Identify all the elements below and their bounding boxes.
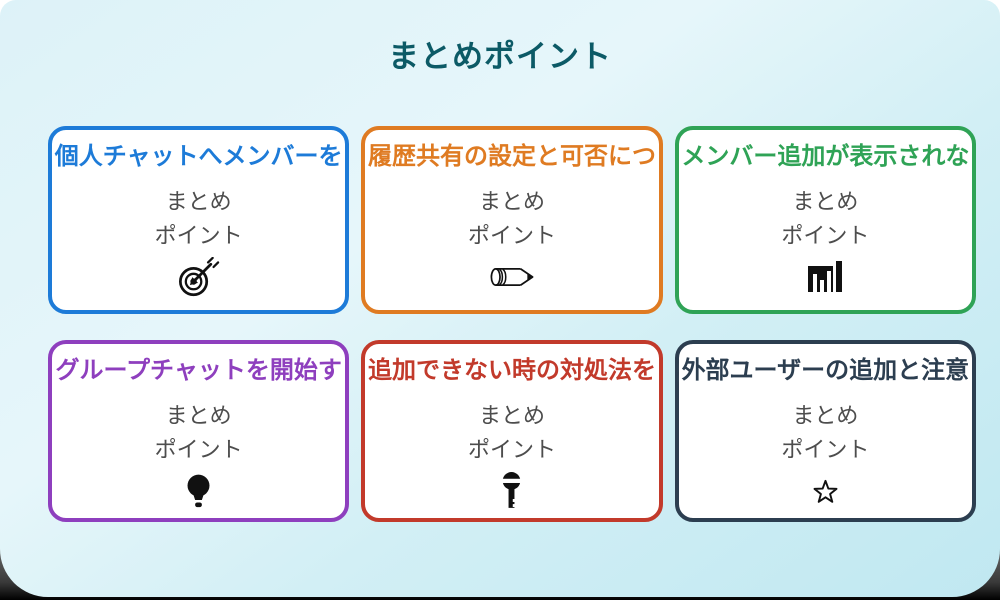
card-title: メンバー追加が表示されな: [681, 143, 970, 170]
card-subtitle-line: まとめ: [165, 189, 232, 214]
card-subtitle: まとめ ポイント: [781, 185, 869, 253]
card-subtitle-line: ポイント: [154, 223, 243, 248]
card-subtitle-line: まとめ: [478, 403, 545, 428]
summary-card-cannot-add: 追加できない時の対処法を まとめ ポイント: [361, 340, 663, 522]
summary-card-history-share: 履歴共有の設定と可否につ まとめ ポイント: [361, 126, 663, 314]
summary-card-personal-chat: 個人チャットへメンバーを まとめ ポイント: [48, 126, 350, 314]
pencil-icon: [489, 256, 535, 298]
cards-grid: 個人チャットへメンバーを まとめ ポイント 履歴共有の設定と可否につ: [48, 126, 976, 522]
card-subtitle: まとめ ポイント: [468, 185, 556, 253]
light-bulb-icon: [185, 470, 212, 512]
card-title: グループチャットを開始す: [55, 357, 342, 384]
summary-card-external-users: 外部ユーザーの追加と注意 まとめ ポイント: [674, 340, 976, 522]
card-subtitle: まとめ ポイント: [781, 399, 869, 467]
bar-chart-icon: [805, 256, 845, 298]
card-subtitle-line: まとめ: [792, 403, 859, 428]
card-subtitle: まとめ ポイント: [155, 185, 243, 253]
card-title: 外部ユーザーの追加と注意: [681, 357, 970, 384]
card-subtitle-line: まとめ: [792, 189, 859, 214]
card-subtitle: まとめ ポイント: [155, 399, 243, 467]
dart-target-icon: [177, 256, 221, 298]
card-subtitle-line: まとめ: [478, 189, 545, 214]
card-title: 個人チャットへメンバーを: [54, 143, 343, 170]
star-icon: [812, 470, 839, 512]
summary-card-group-chat: グループチャットを開始す まとめ ポイント: [48, 340, 350, 522]
card-subtitle-line: ポイント: [154, 437, 243, 462]
card-subtitle-line: ポイント: [781, 223, 870, 248]
summary-card-member-add-missing: メンバー追加が表示されな まとめ ポイント: [674, 126, 976, 314]
card-subtitle-line: ポイント: [467, 437, 556, 462]
card-title: 追加できない時の対処法を: [367, 357, 656, 384]
key-icon: [498, 470, 525, 512]
card-subtitle: まとめ ポイント: [468, 399, 556, 467]
card-subtitle-line: ポイント: [467, 223, 556, 248]
page-title: まとめポイント: [388, 39, 612, 74]
card-subtitle-line: ポイント: [781, 437, 870, 462]
card-title: 履歴共有の設定と可否につ: [367, 143, 656, 170]
card-subtitle-line: まとめ: [165, 403, 232, 428]
